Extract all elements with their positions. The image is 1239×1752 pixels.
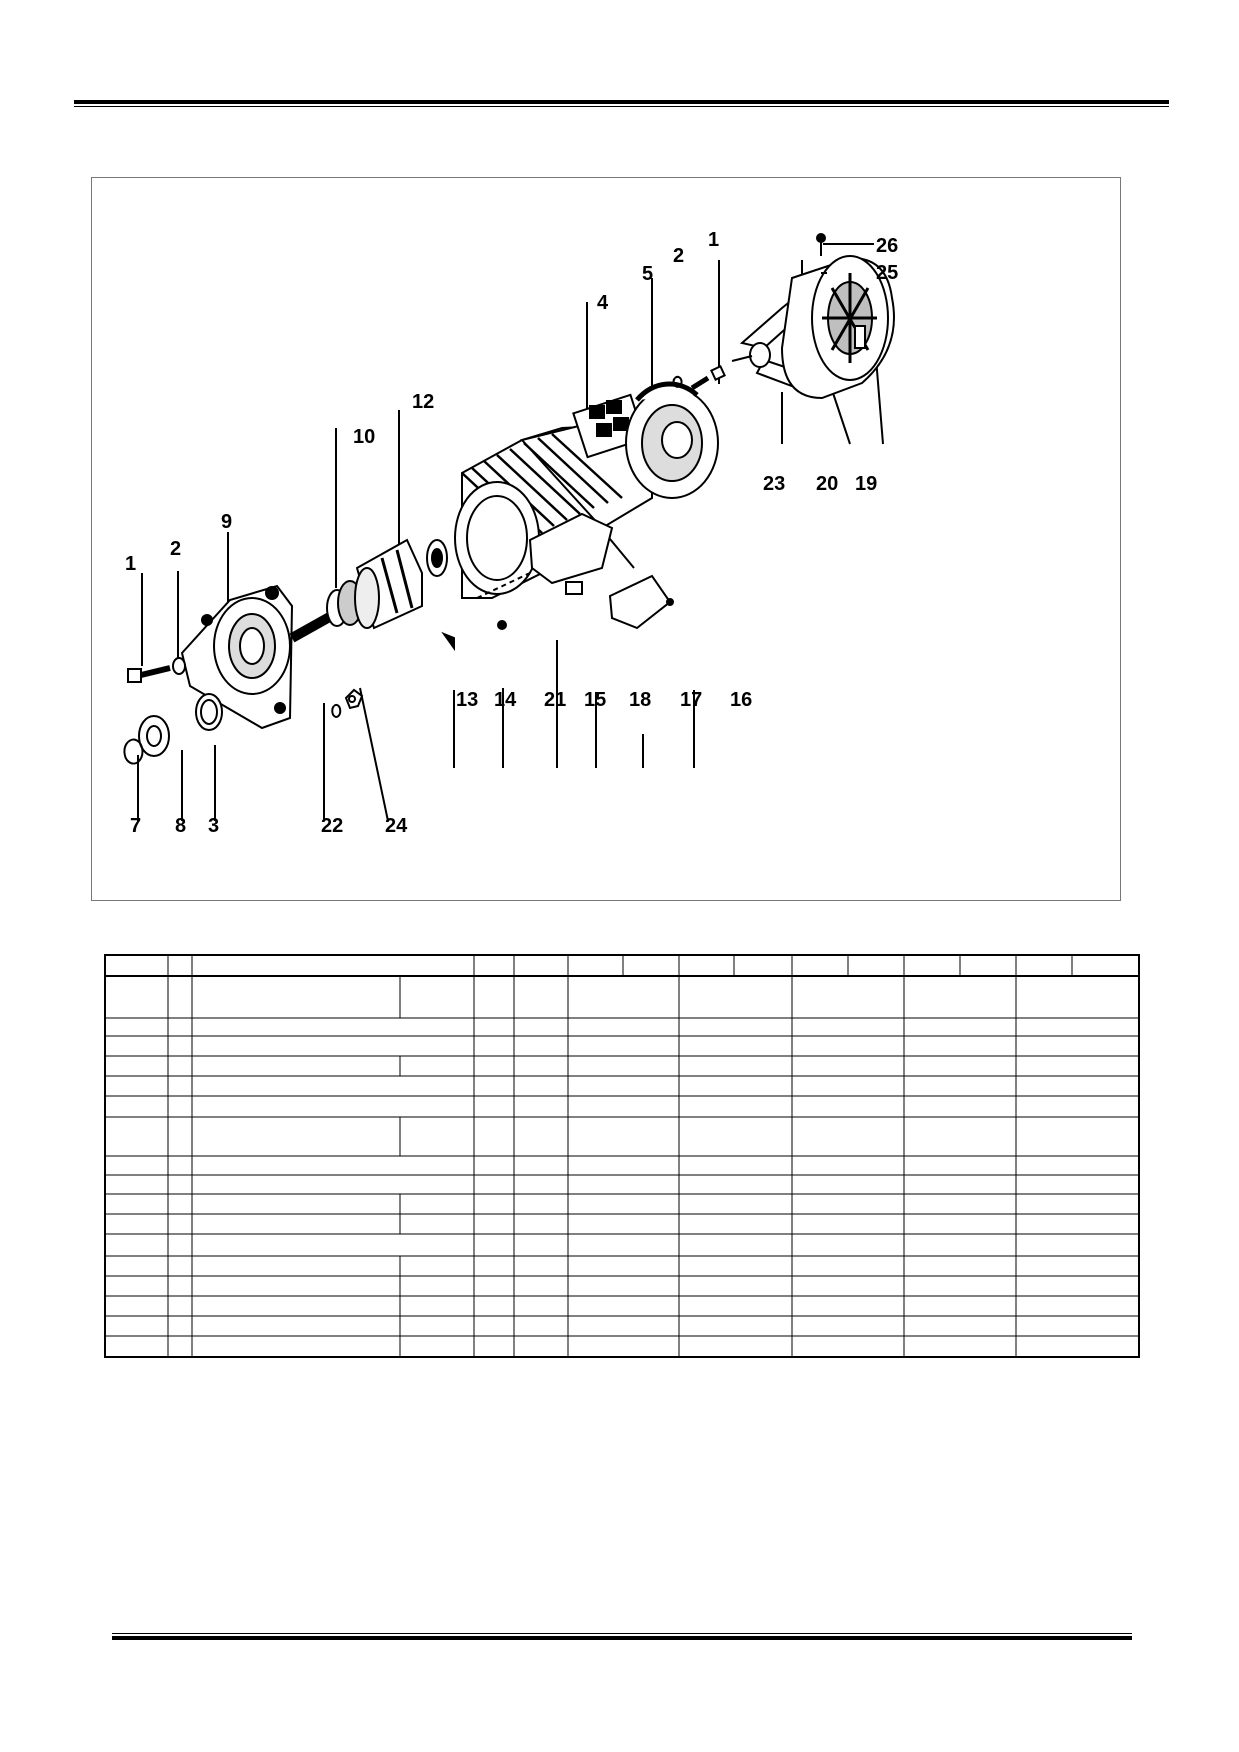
callout-15: 15 <box>584 689 607 711</box>
callout-19: 19 <box>855 473 878 495</box>
callout-20: 20 <box>816 473 839 495</box>
callout-1-front: 1 <box>125 553 137 575</box>
terminal-box <box>476 512 674 630</box>
callout-2-rear: 2 <box>673 245 685 267</box>
callout-26: 26 <box>876 235 899 257</box>
callout-18: 18 <box>629 689 652 711</box>
end-shield-rear <box>625 381 719 499</box>
callout-5: 5 <box>642 263 654 285</box>
bolt-rear <box>672 365 726 391</box>
callout-17: 17 <box>680 689 703 711</box>
motor-exploded-drawing <box>123 233 895 822</box>
exploded-view-diagram: 1 2 1 2 4 5 26 25 12 10 9 23 20 19 13 14… <box>91 177 1121 901</box>
callout-22: 22 <box>321 815 344 837</box>
bottom-rule <box>112 1636 1132 1640</box>
bolt-front <box>127 657 186 683</box>
callout-1-rear: 1 <box>708 229 720 251</box>
gear-and-rings <box>123 693 223 765</box>
bottom-rule-thin <box>112 1633 1132 1634</box>
callout-4: 4 <box>597 292 609 314</box>
callout-16: 16 <box>730 689 753 711</box>
callout-9: 9 <box>221 511 233 533</box>
small-parts <box>331 631 455 718</box>
callout-12: 12 <box>412 391 435 413</box>
parts-list-table <box>104 954 1140 1358</box>
top-rule <box>74 100 1169 104</box>
callout-14: 14 <box>494 689 517 711</box>
callout-13: 13 <box>456 689 479 711</box>
callout-25: 25 <box>876 262 899 284</box>
callout-3: 3 <box>208 815 220 837</box>
callout-23: 23 <box>763 473 786 495</box>
callout-2-front: 2 <box>170 538 182 560</box>
fan-and-cover <box>731 233 895 400</box>
callout-8: 8 <box>175 815 187 837</box>
parts-table-grid <box>106 956 1138 1356</box>
end-shield-front <box>180 584 294 730</box>
rotor <box>289 538 448 643</box>
callout-7: 7 <box>130 815 142 837</box>
callout-24: 24 <box>385 815 408 837</box>
callout-10: 10 <box>353 426 376 448</box>
top-rule-thin <box>74 106 1169 107</box>
callout-21: 21 <box>544 689 567 711</box>
